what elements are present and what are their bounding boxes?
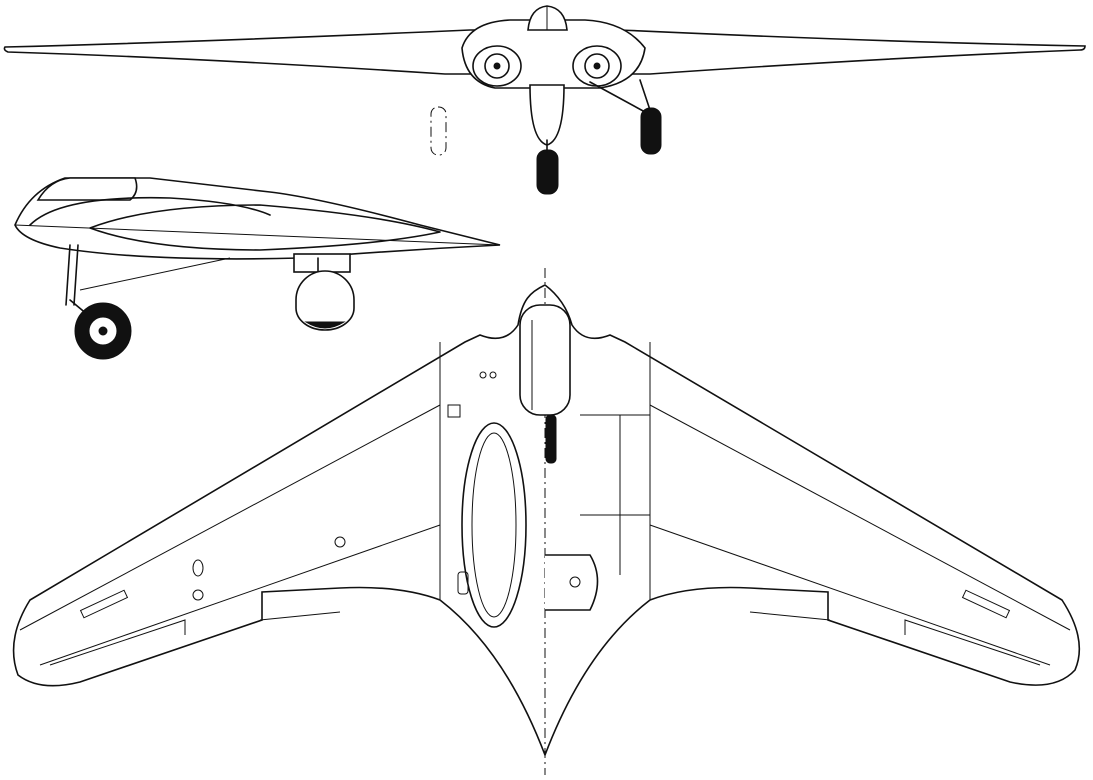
right-spar-line [649,404,1071,631]
side-main-tire [304,321,346,329]
side-nose-wheel-axle [98,326,108,336]
top-main-gear-bay-inner [471,432,517,618]
intake-marker-1 [479,371,487,379]
right-rear-spar-line [649,524,1051,666]
side-centerline [14,224,501,246]
side-view [14,177,501,360]
side-nose-strut [65,244,71,306]
main-gear-leg [639,79,651,111]
left-small-panel [447,404,461,418]
left-spar-line [19,404,441,631]
intake-marker-2 [489,371,497,379]
side-engine-fairing [29,196,271,226]
side-main-gear-door [293,253,351,273]
front-main-wheel [640,107,662,155]
side-nose-strut-2 [73,244,79,306]
top-cockpit-canopy [519,304,571,416]
left-engine-hub [484,53,510,79]
top-view [12,268,1081,775]
side-wing-contour [89,204,441,251]
right-engine-hub [584,53,610,79]
left-elevon [49,611,341,666]
left-rear-spar-line [39,524,441,666]
front-gear-door-outline [430,106,447,156]
main-gear-strut [589,81,646,113]
top-main-gear-bay [461,422,527,628]
right-engine-center [593,62,601,70]
front-view [3,5,1086,195]
side-canopy [36,177,138,201]
left-wing-slot [79,589,129,619]
top-nose-wheel [545,414,557,464]
right-elevon [749,611,1041,666]
left-wing-marker-1 [334,536,346,548]
side-main-wheel [295,270,355,331]
engine-access-bolt [569,576,581,588]
right-wing-slot [961,589,1011,619]
left-engine-center [493,62,501,70]
front-nose-wheel [536,149,559,195]
left-wing-marker-2 [192,559,204,577]
top-engine-access [545,554,599,611]
front-nose-gear-door [529,84,565,146]
left-access-hatch [457,571,469,595]
side-gear-brace [79,257,231,291]
left-wing-marker-3 [192,589,204,601]
